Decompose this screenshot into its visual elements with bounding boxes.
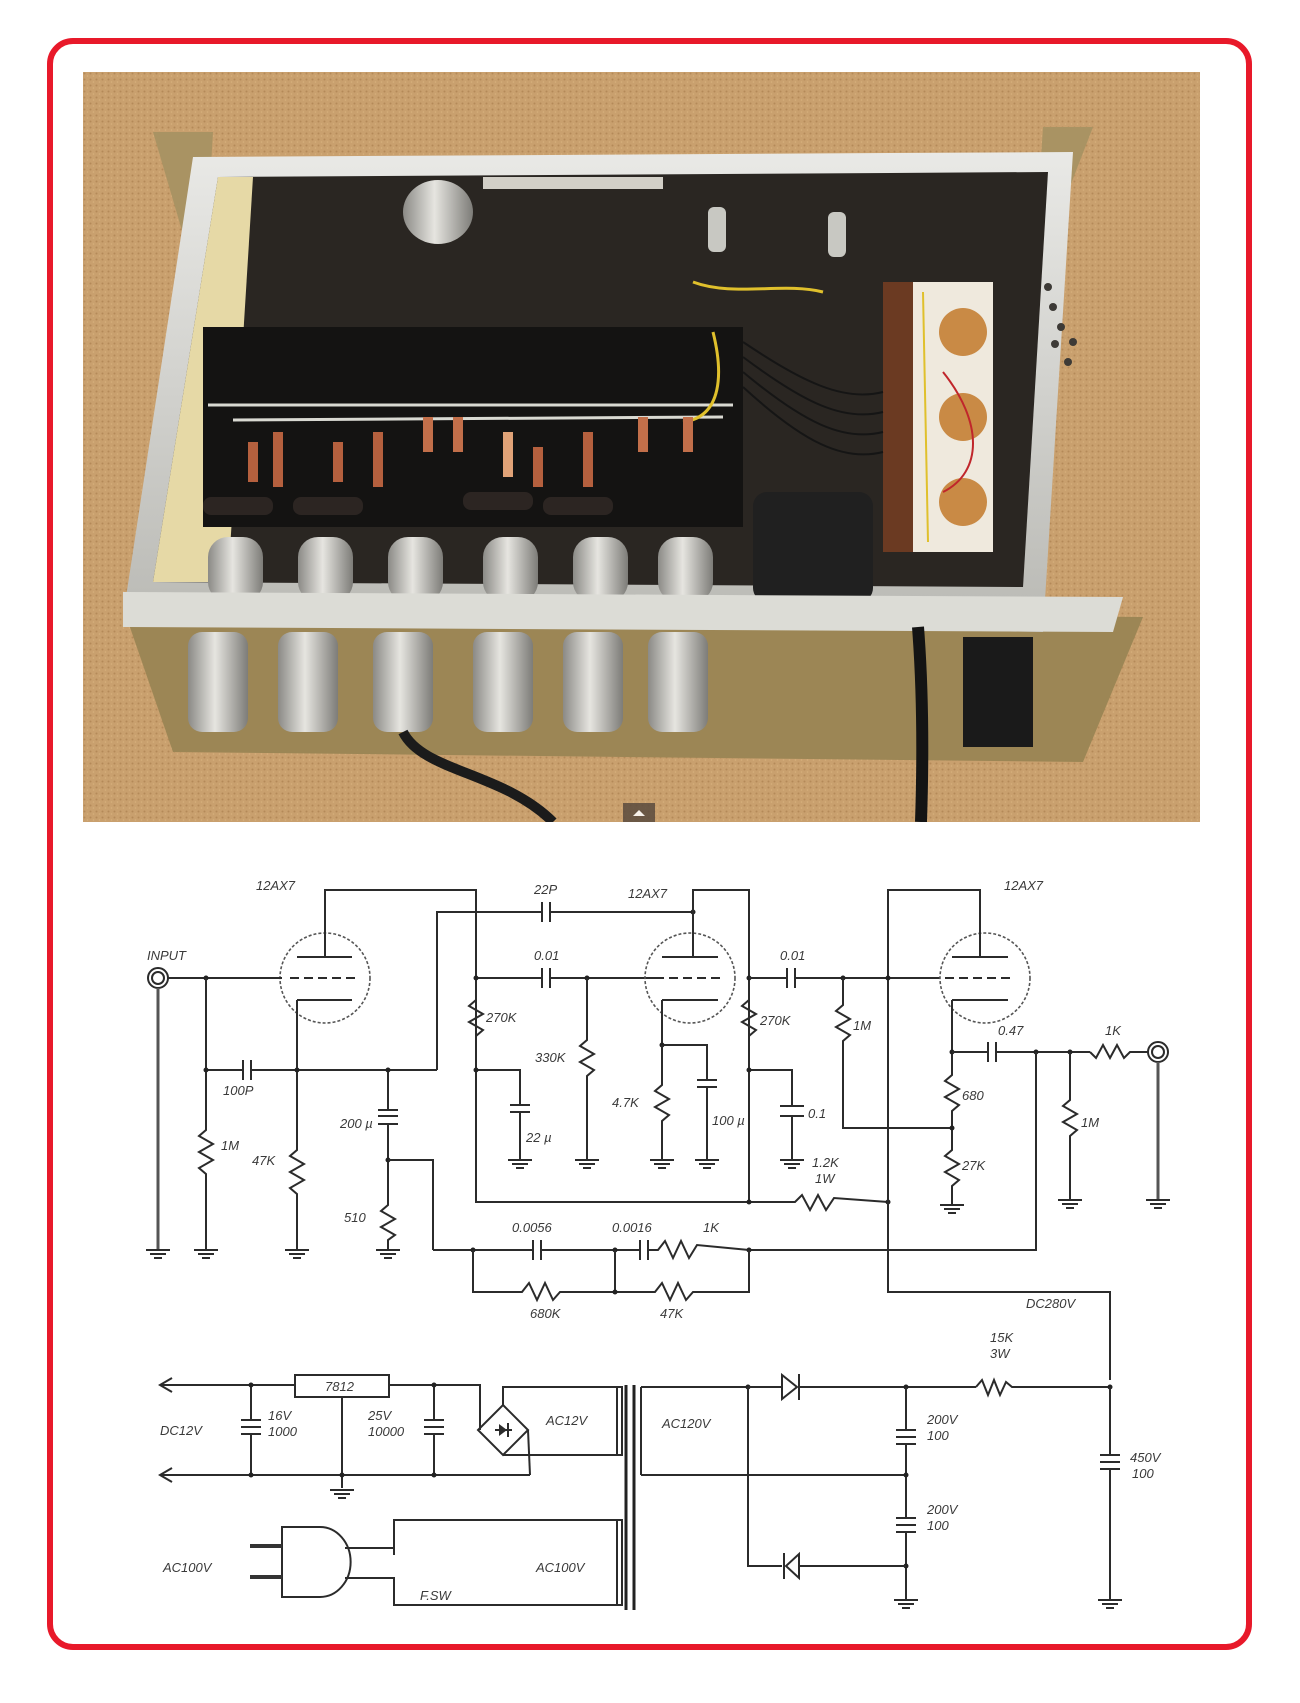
resistor-array	[203, 417, 693, 515]
red-border-frame	[47, 38, 1252, 1650]
power-cord	[912, 626, 929, 822]
loose-screws	[1044, 283, 1077, 366]
outlet-block	[963, 637, 1033, 747]
scroll-up-button[interactable]	[623, 803, 655, 822]
transformer	[753, 492, 873, 602]
chassis-photo	[83, 72, 1200, 822]
round-can-component	[403, 180, 473, 244]
arrow-up-icon	[633, 809, 645, 816]
tube-cans	[188, 537, 713, 732]
chassis-illustration	[83, 72, 1200, 822]
